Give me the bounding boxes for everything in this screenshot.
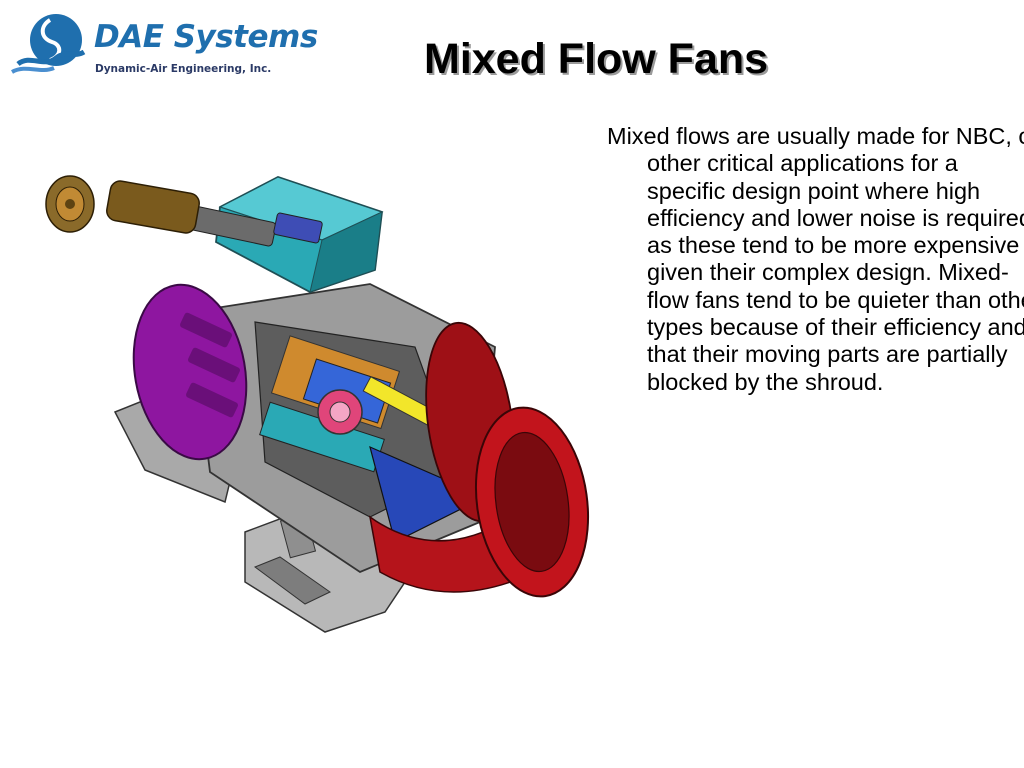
logo-name: DAE Systems [94, 19, 318, 55]
slide-body-text: Mixed flows are usually made for NBC, or… [607, 123, 1024, 395]
slide-title: Mixed Flow Fans [424, 35, 769, 83]
logo-tagline: Dynamic-Air Engineering, Inc. [95, 63, 272, 75]
wind-swirl-icon [11, 14, 86, 74]
mixed-flow-fan-cutaway-illustration [45, 175, 590, 633]
company-logo: DAE Systems Dynamic-Air Engineering, Inc… [10, 12, 318, 82]
